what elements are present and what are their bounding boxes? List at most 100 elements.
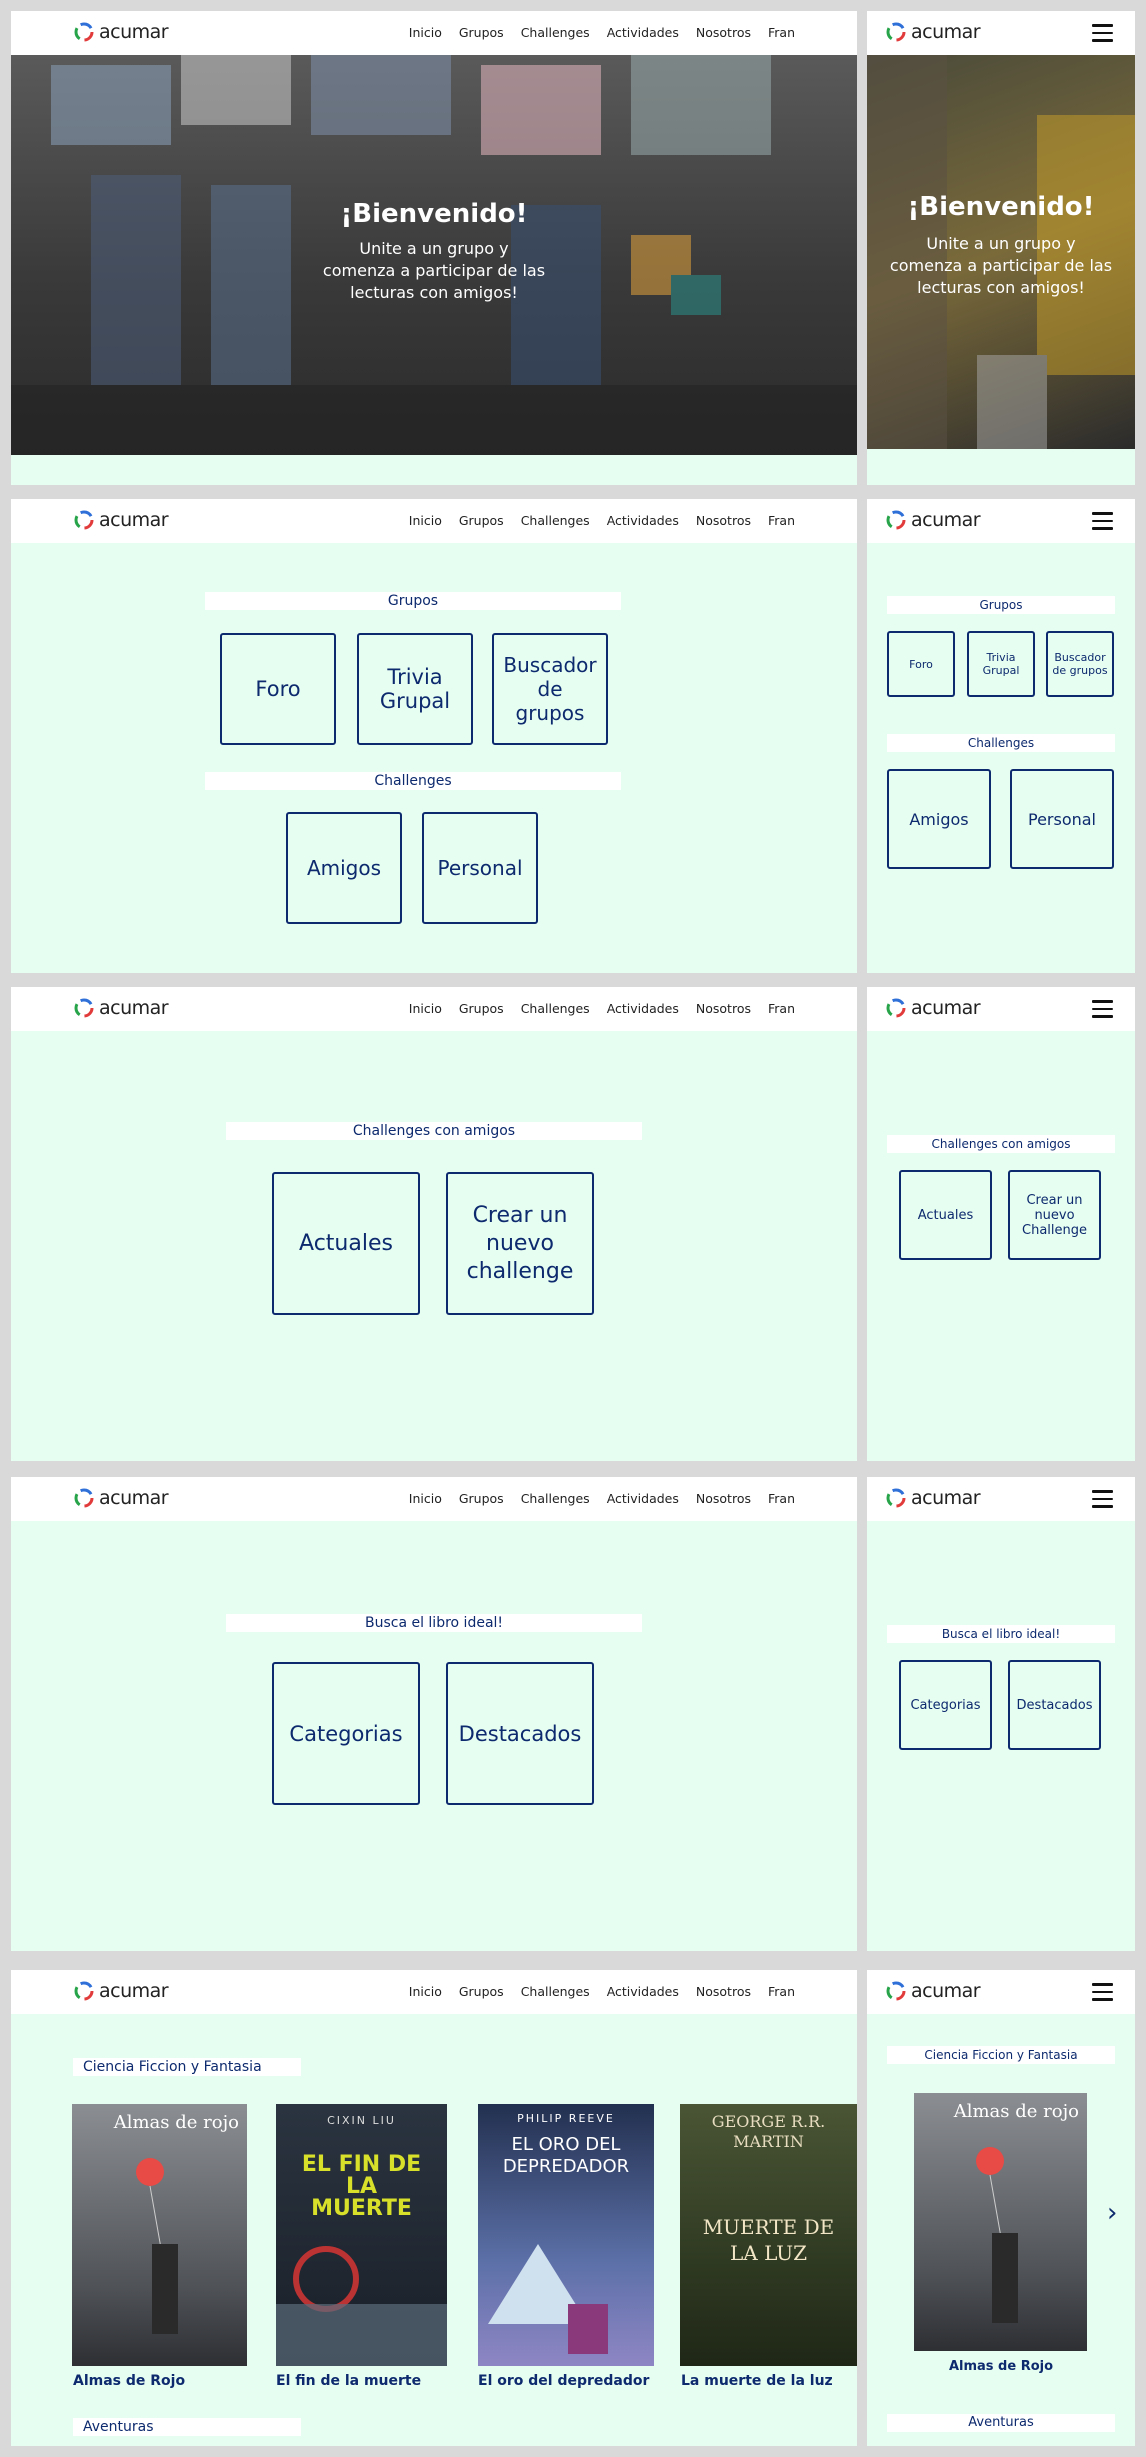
nav-challenges[interactable]: Challenges: [520, 1491, 590, 1506]
brand-logo[interactable]: acumar: [73, 21, 169, 43]
amigos-button[interactable]: Amigos: [887, 769, 991, 869]
logo-icon: [74, 1488, 94, 1508]
brand-logo[interactable]: acumar: [73, 1980, 169, 2002]
nav-menu: Inicio Grupos Challenges Actividades Nos…: [409, 1491, 795, 1506]
nav-inicio[interactable]: Inicio: [408, 25, 442, 40]
brand-logo[interactable]: acumar: [73, 509, 169, 531]
next-category-label: Aventuras: [73, 2418, 301, 2436]
book-cover-title: Almas de rojo: [953, 2101, 1079, 2122]
nav-nosotros[interactable]: Nosotros: [695, 1984, 751, 1999]
amigos-button[interactable]: Amigos: [286, 812, 402, 924]
book-title[interactable]: La muerte de la luz: [681, 2373, 833, 2389]
nav-actividades[interactable]: Actividades: [606, 25, 679, 40]
desktop-groups: acumar Inicio Grupos Challenges Activida…: [11, 499, 857, 973]
brand-logo[interactable]: acumar: [73, 1487, 169, 1509]
nav-grupos[interactable]: Grupos: [458, 1984, 504, 1999]
nav-actividades[interactable]: Actividades: [606, 1491, 679, 1506]
next-category-label: Aventuras: [887, 2414, 1115, 2432]
nav-user[interactable]: Fran: [767, 25, 795, 40]
foro-button[interactable]: Foro: [887, 631, 955, 697]
challenges-label: Challenges: [887, 734, 1115, 752]
hamburger-menu-icon[interactable]: [1092, 1490, 1113, 1508]
challenges-label: Challenges: [205, 772, 621, 790]
book-cover[interactable]: GEORGE R.R. MARTIN MUERTE DE LA LUZ: [680, 2104, 857, 2366]
personal-button[interactable]: Personal: [1010, 769, 1114, 869]
actuales-button[interactable]: Actuales: [899, 1170, 992, 1260]
foro-label: Foro: [255, 677, 301, 701]
crear-challenge-button[interactable]: Crear un nuevo Challenge: [1008, 1170, 1101, 1260]
categorias-button[interactable]: Categorias: [272, 1662, 420, 1805]
brand-name: acumar: [911, 996, 981, 1019]
top-nav: acumar Inicio Grupos Challenges Activida…: [11, 1477, 857, 1521]
brand-logo[interactable]: acumar: [885, 1980, 981, 2002]
personal-button[interactable]: Personal: [422, 812, 538, 924]
nav-actividades[interactable]: Actividades: [606, 513, 679, 528]
nav-nosotros[interactable]: Nosotros: [695, 25, 751, 40]
actuales-label: Actuales: [917, 1207, 974, 1223]
destacados-button[interactable]: Destacados: [1008, 1660, 1101, 1750]
nav-grupos[interactable]: Grupos: [458, 1491, 504, 1506]
logo-icon: [74, 22, 94, 42]
book-cover[interactable]: PHILIP REEVE EL ORO DEL DEPREDADOR: [478, 2104, 654, 2366]
top-nav: acumar: [867, 11, 1135, 55]
book-cover[interactable]: Almas de rojo: [914, 2093, 1087, 2351]
book-cover-title: Almas de rojo: [113, 2112, 239, 2133]
nav-actividades[interactable]: Actividades: [606, 1001, 679, 1016]
destacados-button[interactable]: Destacados: [446, 1662, 594, 1805]
groups-label: Grupos: [887, 596, 1115, 614]
book-title[interactable]: Almas de Rojo: [948, 2359, 1054, 2374]
categorias-label: Categorias: [910, 1697, 981, 1713]
nav-grupos[interactable]: Grupos: [458, 1001, 504, 1016]
nav-nosotros[interactable]: Nosotros: [695, 513, 751, 528]
hamburger-menu-icon[interactable]: [1092, 24, 1113, 42]
nav-nosotros[interactable]: Nosotros: [695, 1001, 751, 1016]
nav-challenges[interactable]: Challenges: [520, 1001, 590, 1016]
book-title[interactable]: El fin de la muerte: [276, 2373, 422, 2389]
brand-logo[interactable]: acumar: [885, 21, 981, 43]
hero-subtitle-line: comenza a participar de las: [322, 261, 546, 280]
nav-inicio[interactable]: Inicio: [408, 1001, 442, 1016]
buscador-grupos-button[interactable]: Buscador de grupos: [1046, 631, 1114, 697]
brand-logo[interactable]: acumar: [885, 1487, 981, 1509]
nav-user[interactable]: Fran: [767, 1001, 795, 1016]
amigos-label: Amigos: [909, 809, 969, 829]
mobile-catalog: acumar Ciencia Ficcion y Fantasia Almas …: [867, 1970, 1135, 2446]
nav-user[interactable]: Fran: [767, 513, 795, 528]
nav-nosotros[interactable]: Nosotros: [695, 1491, 751, 1506]
nav-challenges[interactable]: Challenges: [520, 25, 590, 40]
book-cover-author: PHILIP REEVE: [517, 2112, 615, 2125]
top-nav: acumar Inicio Grupos Challenges Activida…: [11, 499, 857, 543]
nav-grupos[interactable]: Grupos: [458, 513, 504, 528]
actuales-button[interactable]: Actuales: [272, 1172, 420, 1315]
nav-challenges[interactable]: Challenges: [520, 1984, 590, 1999]
trivia-grupal-button[interactable]: Trivia Grupal: [357, 633, 473, 745]
hamburger-menu-icon[interactable]: [1092, 1983, 1113, 2001]
top-nav: acumar: [867, 499, 1135, 543]
nav-challenges[interactable]: Challenges: [520, 513, 590, 528]
buscador-grupos-button[interactable]: Buscador de grupos: [492, 633, 608, 745]
personal-label: Personal: [1027, 809, 1096, 829]
nav-inicio[interactable]: Inicio: [408, 513, 442, 528]
nav-user[interactable]: Fran: [767, 1491, 795, 1506]
nav-inicio[interactable]: Inicio: [408, 1491, 442, 1506]
carousel-next-icon[interactable]: ›: [1107, 2198, 1118, 2228]
book-cover[interactable]: CIXIN LIU EL FIN DE LA MUERTE: [276, 2104, 447, 2366]
categorias-button[interactable]: Categorias: [899, 1660, 992, 1750]
nav-inicio[interactable]: Inicio: [408, 1984, 442, 1999]
hamburger-menu-icon[interactable]: [1092, 1000, 1113, 1018]
brand-logo[interactable]: acumar: [885, 996, 981, 1019]
book-cover[interactable]: Almas de rojo: [72, 2104, 247, 2366]
book-title[interactable]: Almas de Rojo: [73, 2373, 186, 2389]
nav-user[interactable]: Fran: [767, 1984, 795, 1999]
brand-logo[interactable]: acumar: [73, 997, 169, 1019]
desktop-book-search: acumar Inicio Grupos Challenges Activida…: [11, 1477, 857, 1951]
hamburger-menu-icon[interactable]: [1092, 512, 1113, 530]
brand-logo[interactable]: acumar: [885, 509, 981, 531]
nav-actividades[interactable]: Actividades: [606, 1984, 679, 1999]
actuales-label: Actuales: [299, 1231, 393, 1256]
trivia-grupal-button[interactable]: Trivia Grupal: [967, 631, 1035, 697]
crear-challenge-button[interactable]: Crear un nuevo challenge: [446, 1172, 594, 1315]
book-title[interactable]: El oro del depredador: [478, 2373, 650, 2389]
foro-button[interactable]: Foro: [220, 633, 336, 745]
nav-grupos[interactable]: Grupos: [458, 25, 504, 40]
